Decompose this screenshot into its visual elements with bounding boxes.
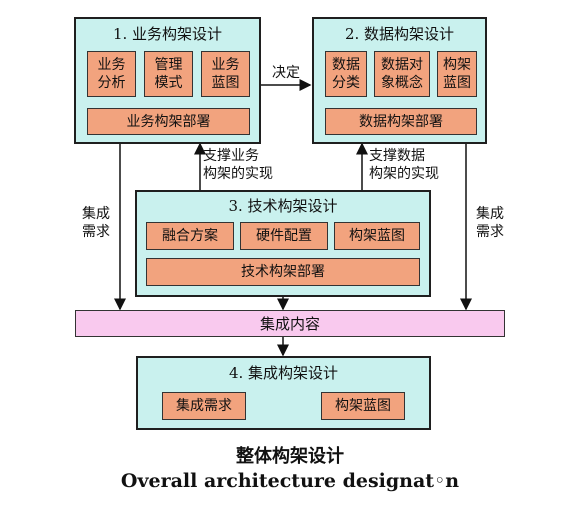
caption-chinese: 整体构架设计: [236, 446, 344, 467]
management-mode-chip: 管理 模式: [144, 51, 193, 97]
business-architecture-panel: 1. 业务构架设计 业务 分析 管理 模式 业务 蓝图 业务构架部署: [74, 17, 261, 144]
data-deployment-chip: 数据构架部署: [325, 108, 477, 135]
business-analysis-chip: 业务 分析: [87, 51, 136, 97]
tech-blueprint-chip: 构架蓝图: [334, 222, 420, 250]
business-panel-title: 1. 业务构架设计: [112, 25, 223, 43]
hardware-config-chip: 硬件配置: [240, 222, 328, 250]
tech-architecture-panel: 3. 技术构架设计 融合方案 硬件配置 构架蓝图 技术构架部署: [135, 190, 431, 297]
fusion-plan-chip: 融合方案: [146, 222, 234, 250]
business-blueprint-chip: 业务 蓝图: [201, 51, 250, 97]
tech-panel-title: 3. 技术构架设计: [228, 197, 338, 215]
business-deployment-chip: 业务构架部署: [87, 108, 250, 135]
decide-label: 决定: [272, 65, 300, 81]
integration-need-right-label: 集成 需求: [476, 206, 504, 240]
data-classification-chip: 数据 分类: [325, 51, 367, 97]
support-data-label: 支撑数据 构架的实现: [369, 148, 439, 182]
data-object-concept-chip: 数据对 象概念: [374, 51, 430, 97]
tech-deployment-chip: 技术构架部署: [146, 258, 420, 286]
data-blueprint-chip: 构架 蓝图: [437, 51, 477, 97]
integration-content-bar: 集成内容: [75, 310, 505, 337]
integration-need-left-label: 集成 需求: [82, 206, 110, 240]
support-business-label: 支撑业务 构架的实现: [203, 148, 273, 182]
integration-panel-title: 4. 集成构架设计: [228, 364, 339, 382]
integration-need-chip: 集成需求: [162, 392, 246, 420]
integration-blueprint-chip: 构架蓝图: [321, 392, 405, 420]
data-panel-title: 2. 数据构架设计: [344, 25, 455, 43]
integration-architecture-panel: 4. 集成构架设计 集成需求 构架蓝图: [136, 356, 431, 430]
data-architecture-panel: 2. 数据构架设计 数据 分类 数据对 象概念 构架 蓝图 数据构架部署: [312, 17, 487, 144]
caption-english: Overall architecture designat◦n: [120, 470, 460, 492]
